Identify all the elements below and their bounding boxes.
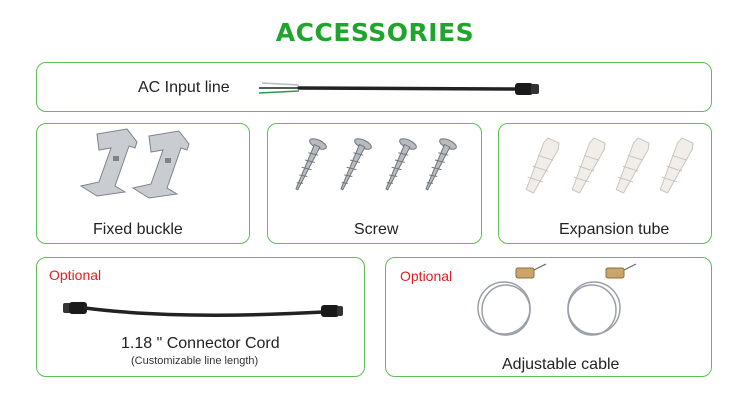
ac-input-line-image	[258, 82, 539, 95]
fixed-buckle-label: Fixed buckle	[93, 221, 183, 238]
adjustable-cable-optional-tag: Optional	[400, 268, 453, 284]
fixed-buckle-image	[79, 128, 190, 199]
connector-cord-label: 1.18 " Connector Cord	[121, 335, 280, 352]
connector-cord-image	[63, 302, 343, 317]
screw-card: Screw	[267, 123, 482, 244]
adjustable-cable-card: Optional Adjustable cable	[385, 257, 712, 377]
connector-cord-card: Optional 1.18 " Connector Cord (Customiz…	[36, 257, 365, 377]
ac-input-line-label: AC Input line	[138, 79, 230, 96]
expansion-tube-card: Expansion tube	[498, 123, 712, 244]
expansion-tube-label: Expansion tube	[559, 221, 670, 238]
expansion-tube-image	[525, 137, 694, 194]
screw-label: Screw	[354, 221, 399, 238]
connector-cord-sublabel: (Customizable line length)	[131, 355, 259, 367]
screw-image	[295, 138, 457, 191]
connector-cord-optional-tag: Optional	[49, 267, 102, 283]
page-title: ACCESSORIES	[275, 18, 475, 47]
adjustable-cable-label: Adjustable cable	[502, 356, 620, 373]
fixed-buckle-card: Fixed buckle	[36, 123, 250, 244]
ac-input-line-card: AC Input line	[36, 62, 712, 112]
adjustable-cable-image	[477, 263, 637, 336]
